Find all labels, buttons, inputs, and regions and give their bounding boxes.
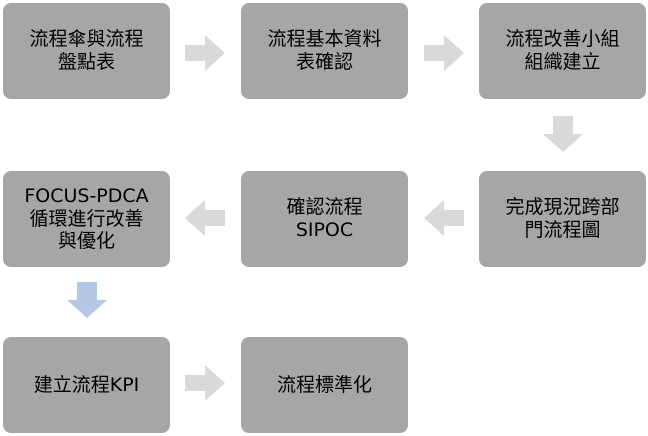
step-label-2: 流程基本資料 表確認 — [267, 28, 382, 73]
step-box-4: 完成現況跨部 門流程圖 — [479, 171, 646, 267]
step-box-5: 確認流程 SIPOC — [241, 171, 408, 267]
arrow-down-icon — [543, 116, 583, 152]
step-label-1: 流程傘與流程 盤點表 — [29, 28, 144, 73]
arrow-right-icon — [185, 365, 225, 401]
arrow-right-icon — [424, 35, 464, 71]
step-box-8: 流程標準化 — [241, 337, 408, 433]
step-label-3: 流程改善小組 組織建立 — [505, 28, 620, 73]
arrow-right-icon — [185, 35, 225, 71]
step-label-4: 完成現況跨部 門流程圖 — [505, 196, 620, 241]
step-box-7: 建立流程KPI — [3, 337, 170, 433]
step-box-3: 流程改善小組 組織建立 — [479, 3, 646, 99]
arrow-left-icon — [185, 200, 225, 236]
arrow-left-icon — [424, 200, 464, 236]
step-label-7: 建立流程KPI — [33, 373, 140, 396]
step-box-2: 流程基本資料 表確認 — [241, 3, 408, 99]
step-box-1: 流程傘與流程 盤點表 — [3, 3, 170, 99]
step-label-6: FOCUS-PDCA 循環進行改善 與優化 — [24, 184, 149, 253]
step-label-8: 流程標準化 — [276, 373, 372, 396]
step-label-5: 確認流程 SIPOC — [286, 196, 363, 241]
step-box-6: FOCUS-PDCA 循環進行改善 與優化 — [3, 171, 170, 267]
arrow-down-highlight-icon — [67, 282, 107, 318]
